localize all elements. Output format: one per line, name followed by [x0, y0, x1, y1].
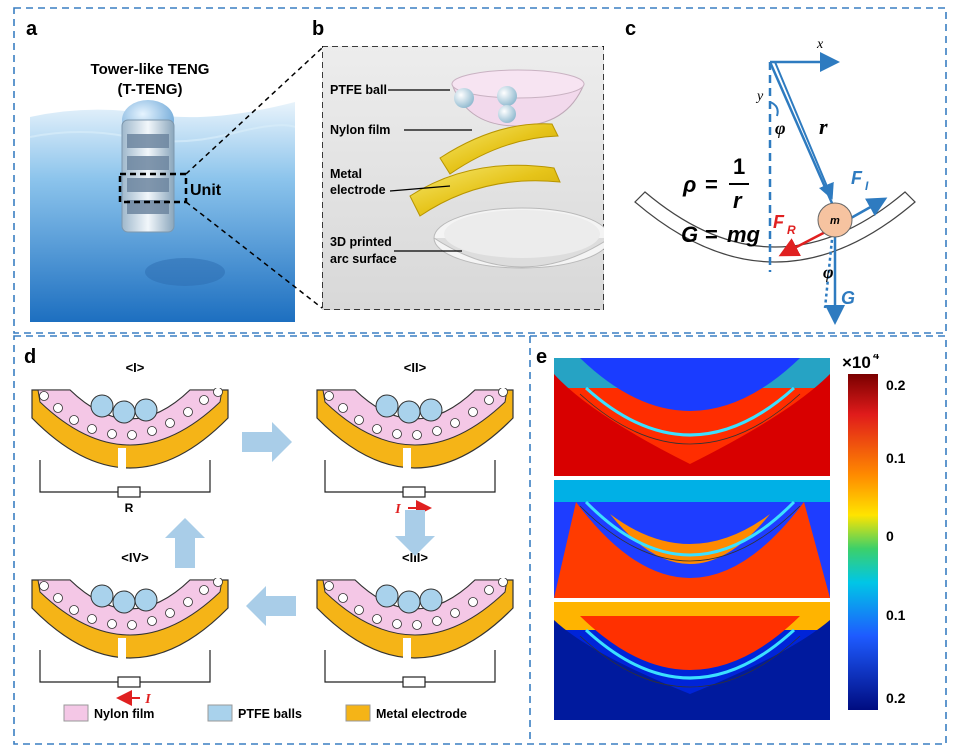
svg-text:φ: φ [823, 262, 834, 282]
label-ptfe-ball: PTFE ball [330, 83, 387, 97]
ptfe-ball [497, 86, 517, 106]
legend-ptfe: PTFE balls [238, 707, 302, 721]
map-3 [554, 602, 830, 720]
panel-label-b: b [312, 18, 325, 40]
svg-text:y: y [755, 89, 764, 104]
label-nylon-film: Nylon film [330, 123, 390, 137]
panel-a-title-line2: (T-TENG) [118, 81, 183, 98]
colorbar-exponent: ×10 [842, 354, 871, 372]
current-label-2: I [394, 502, 401, 517]
svg-text:I: I [865, 179, 869, 193]
panel-label-e: e [536, 346, 548, 368]
colorbar-ticks: 0.2 0.1 0 0.1 0.2 [886, 377, 906, 706]
svg-text:mg: mg [727, 222, 761, 247]
ptfe-ball [454, 88, 474, 108]
colorbar [848, 374, 878, 710]
svg-text:0.2: 0.2 [886, 377, 906, 393]
panel-e-potential-maps: ×10 4 0.2 0.1 0 0.1 0.2 [554, 354, 906, 720]
metal-electrode-bottom [409, 164, 561, 217]
legend: Nylon film PTFE balls Metal electrode [63, 704, 467, 722]
svg-text:4: 4 [873, 354, 880, 362]
stage-label-2: <II> [404, 360, 427, 375]
current-label-4: I [144, 692, 151, 707]
arrow-up [165, 518, 205, 568]
svg-text:=: = [705, 222, 718, 247]
svg-text:=: = [705, 172, 718, 197]
svg-text:r: r [733, 188, 743, 213]
panel-label-d: d [24, 346, 37, 368]
map-1 [554, 358, 830, 476]
panel-a-illustration: Tower-like TENG (T-TENG) Unit [30, 42, 295, 322]
svg-text:0.1: 0.1 [886, 607, 906, 623]
label-printed-line1: 3D printed [330, 235, 392, 249]
mass-ball [817, 202, 853, 238]
stage-label-1: <I> [126, 360, 145, 375]
arc-track [634, 191, 916, 263]
panel-label-a: a [26, 18, 38, 40]
svg-text:0.1: 0.1 [886, 450, 906, 466]
label-metal-line1: Metal [330, 167, 362, 181]
svg-text:F: F [851, 168, 863, 188]
map-2 [554, 480, 830, 598]
cycle-arrows [165, 422, 435, 626]
svg-text:x: x [816, 37, 824, 52]
unit-label: Unit [190, 182, 222, 199]
svg-text:0.2: 0.2 [886, 690, 906, 706]
arrow-down [395, 510, 435, 556]
svg-text:ρ: ρ [682, 172, 696, 197]
label-printed-line2: arc surface [330, 252, 397, 266]
equations: ρ = 1 r G = mg [681, 154, 761, 247]
stage-label-4: <IV> [121, 550, 149, 565]
legend-metal: Metal electrode [376, 707, 467, 721]
svg-text:G: G [841, 288, 855, 308]
svg-text:F: F [773, 212, 785, 232]
panel-c-force-diagram: x y φ r φ m ρ = 1 r G = mg F I F R G [634, 37, 916, 325]
panel-label-c: c [625, 18, 637, 40]
resistor-label: R [125, 501, 134, 515]
svg-text:r: r [819, 114, 828, 139]
svg-text:φ: φ [775, 118, 786, 138]
arrow-left [246, 586, 296, 626]
svg-text:G: G [681, 222, 698, 247]
svg-text:R: R [787, 223, 796, 237]
panel-a-title-line1: Tower-like TENG [91, 61, 210, 78]
panel-b-exploded-view: PTFE ball Nylon film Metal electrode 3D … [322, 46, 604, 310]
legend-nylon: Nylon film [94, 707, 154, 721]
svg-text:1: 1 [733, 154, 745, 179]
arrow-right [242, 422, 292, 462]
svg-text:0: 0 [886, 528, 894, 544]
ptfe-ball [498, 105, 516, 123]
zoom-lines [185, 47, 323, 309]
unit-highlight-box [118, 172, 188, 204]
stage-label-3: <III> [402, 550, 428, 565]
panel-d-working-cycle: <I> <II> <III> <IV> R I I Nylon film PTF… [20, 360, 525, 722]
label-metal-line2: electrode [330, 183, 386, 197]
metal-electrode-top [439, 123, 559, 175]
svg-text:m: m [830, 215, 840, 227]
